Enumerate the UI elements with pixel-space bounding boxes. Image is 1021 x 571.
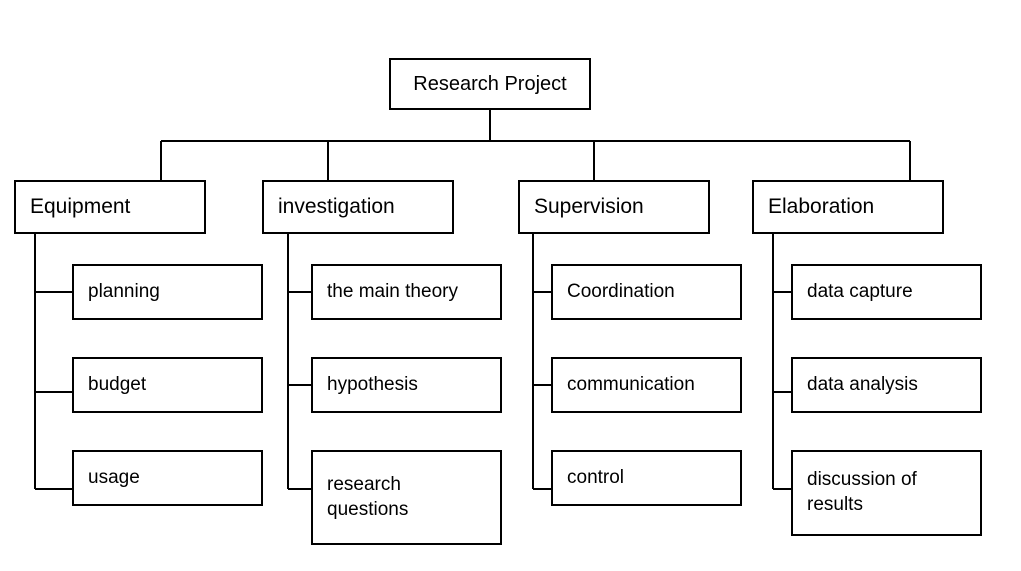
node-label: budget [88,373,147,395]
leaf-node-planning[interactable]: planning [72,264,263,320]
node-label: communication [567,373,695,395]
leaf-node-hypothesis[interactable]: hypothesis [311,357,502,413]
node-label: planning [88,280,160,302]
leaf-node-data-capture[interactable]: data capture [791,264,982,320]
branch-node-investigation[interactable]: investigation [262,180,454,234]
node-label: data capture [807,280,913,302]
node-label: investigation [278,195,395,219]
node-label: research questions [327,473,409,520]
node-label: the main theory [327,280,458,302]
branch-node-supervision[interactable]: Supervision [518,180,710,234]
node-label: Coordination [567,280,675,302]
leaf-node-data-analysis[interactable]: data analysis [791,357,982,413]
leaf-node-discussion-of-results[interactable]: discussion of results [791,450,982,536]
leaf-node-usage[interactable]: usage [72,450,263,506]
node-label: Elaboration [768,195,875,219]
node-label: usage [88,466,140,488]
branch-node-equipment[interactable]: Equipment [14,180,206,234]
leaf-node-control[interactable]: control [551,450,742,506]
node-label: Research Project [413,73,567,95]
leaf-node-coordination[interactable]: Coordination [551,264,742,320]
node-label: Equipment [30,195,131,219]
leaf-node-research-questions[interactable]: research questions [311,450,502,545]
node-label: data analysis [807,373,918,395]
node-label: discussion of results [807,469,917,515]
root-node-research-project[interactable]: Research Project [389,58,591,110]
leaf-node-budget[interactable]: budget [72,357,263,413]
branch-node-elaboration[interactable]: Elaboration [752,180,944,234]
leaf-node-communication[interactable]: communication [551,357,742,413]
node-label: control [567,466,625,488]
node-label: Supervision [534,195,644,219]
leaf-node-the-main-theory[interactable]: the main theory [311,264,502,320]
node-label: hypothesis [327,373,418,395]
